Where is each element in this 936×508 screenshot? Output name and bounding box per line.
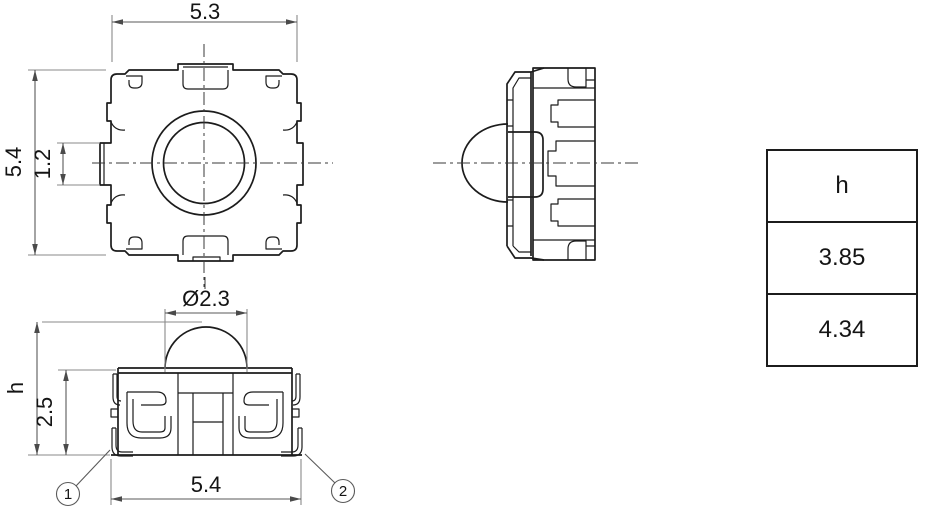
front-left-flange [112,373,122,406]
side-body-outline [532,67,596,261]
corner-hook-bottom-right [265,236,282,250]
side-terminal-bottom [550,198,595,227]
front-right-flange [291,373,301,406]
side-hooks [110,121,298,204]
dim-plunger-diameter: Ø2.3 [164,286,248,372]
top-view [92,44,333,287]
side-notch-top-right [567,68,587,88]
callout-1-number: 1 [64,486,72,503]
spec-table-row: 3.85 [768,223,916,295]
dim-top-width-label: 5.3 [190,0,221,24]
dim-side-terminal-label: 1.2 [30,149,55,180]
bottom-tab-detail [182,235,229,261]
top-view-outline [99,63,304,262]
side-view [433,67,642,261]
front-right-foot [281,427,303,457]
front-center-post [177,373,234,455]
dim-plunger-label: Ø2.3 [182,286,230,311]
dim-front-width-label: 5.4 [191,472,222,497]
front-body-outline [111,367,302,456]
spec-table-header: h [768,151,916,223]
dim-body-height-label: 2.5 [32,397,57,428]
dim-front-width: 5.4 [110,459,302,505]
front-left-nub [110,408,118,418]
corner-hook-bottom-left [126,236,143,250]
side-stem-guide [508,131,544,198]
side-notch-bottom-right [567,240,587,260]
side-cover-plate [506,67,545,261]
front-right-nub [292,408,300,418]
front-right-clip [238,391,284,439]
dim-body-height: 2.5 [32,369,116,455]
side-terminal-top [550,99,595,128]
dim-top-depth: 5.4 [1,69,106,256]
dim-side-terminal: 1.2 [30,142,100,186]
side-body-frame-lines [533,79,595,247]
front-view [110,277,303,457]
front-left-clip [126,391,172,439]
dim-total-height-label: h [3,382,28,394]
corner-hook-top-right [265,75,282,89]
dim-top-width: 5.3 [111,0,298,62]
side-cover-inner [507,77,531,253]
callout-1: 1 [55,449,111,507]
callout-2-number: 2 [339,483,347,500]
dim-top-depth-label: 5.4 [1,147,26,178]
front-left-foot [111,427,133,457]
top-tab-detail [182,66,229,90]
dim-total-height: h [3,321,202,456]
spec-table-row: 4.34 [818,316,866,343]
corner-hook-top-left [126,75,143,89]
callout-2: 2 [304,453,356,504]
height-spec-table: h 3.85 4.34 [766,149,918,367]
front-plunger-dome [164,326,248,369]
